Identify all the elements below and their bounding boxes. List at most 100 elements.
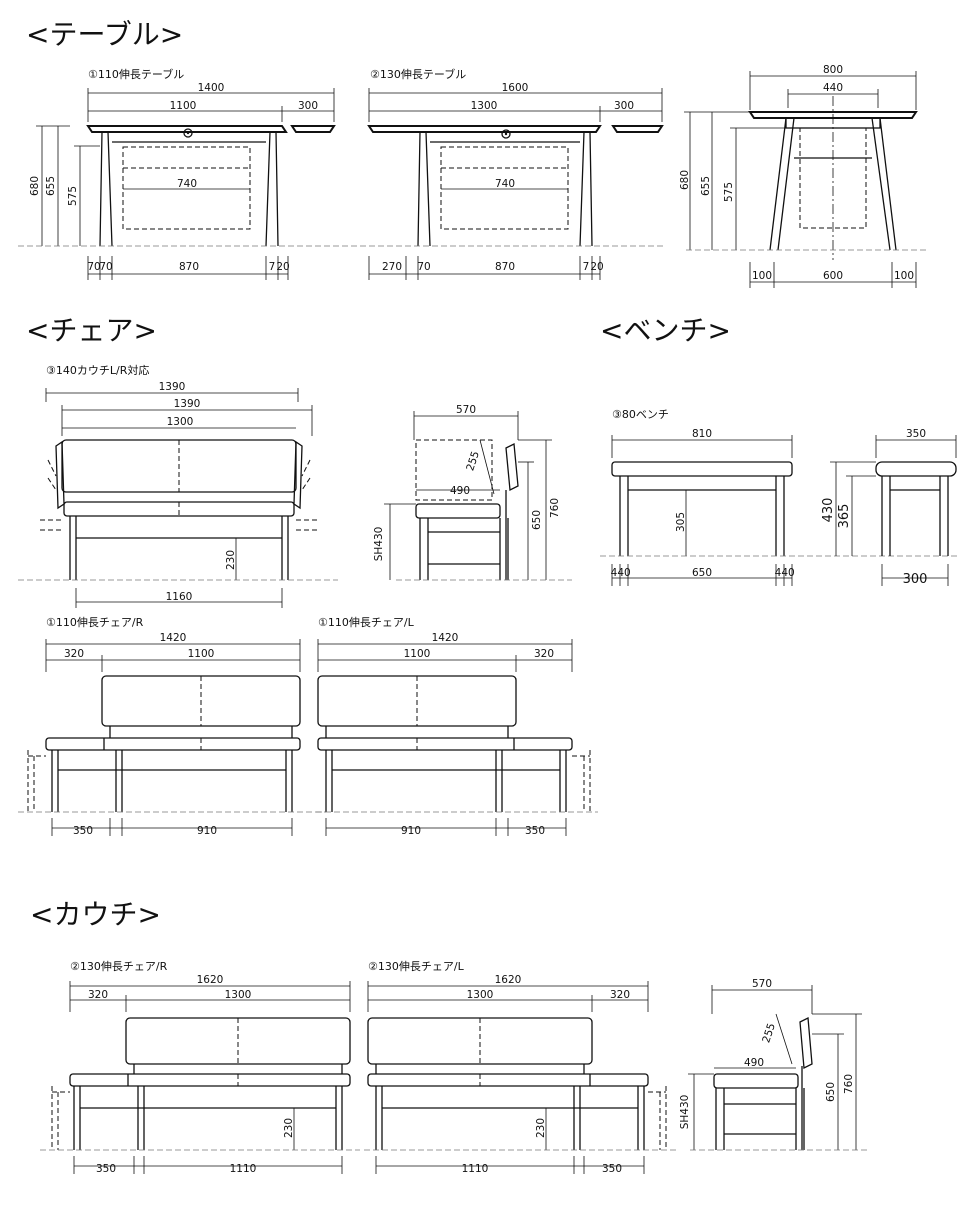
chair-side-view-1: 570 255 490 SH430 650 760 bbox=[373, 404, 572, 581]
dim-bench-b1: 4 bbox=[611, 567, 618, 579]
dim-c130l-d: 350 bbox=[602, 1163, 622, 1175]
dim-cside2-depth: 570 bbox=[752, 978, 772, 990]
dim-t130-inner: 740 bbox=[495, 178, 515, 190]
dim-t110-h3: 575 bbox=[67, 186, 79, 206]
dim-tside-h3: 575 bbox=[723, 182, 735, 202]
section-title-couch: <カウチ> bbox=[30, 898, 161, 931]
dim-bench-h3: 305 bbox=[675, 512, 687, 532]
dim-cside1-back: 255 bbox=[464, 450, 482, 473]
dim-c110l-d: 350 bbox=[525, 825, 545, 837]
dim-c130r-d: 1110 bbox=[230, 1163, 257, 1175]
caption-table-130: ②130伸長テーブル bbox=[370, 67, 466, 81]
dim-cside1-sh: SH430 bbox=[373, 527, 385, 562]
section-title-table: <テーブル> bbox=[26, 18, 183, 51]
dim-t130-total: 1600 bbox=[502, 82, 529, 94]
chair-130-l-front-view: ②130伸長チェア/L 1620 1300 320 230 1110 350 bbox=[364, 960, 676, 1175]
dim-cside2-back: 255 bbox=[760, 1022, 778, 1045]
dim-cside1-h1: 650 bbox=[531, 510, 543, 530]
dim-t130-b1: 70 bbox=[417, 261, 430, 273]
dim-cside2-h1: 650 bbox=[825, 1082, 837, 1102]
dim-cside2-sh: SH430 bbox=[679, 1095, 691, 1130]
dim-t130-top: 1300 bbox=[471, 100, 498, 112]
dim-c140-seat: 230 bbox=[225, 550, 237, 570]
dim-cside1-depth: 570 bbox=[456, 404, 476, 416]
bench-side-view: 350 430 365 300 bbox=[821, 428, 957, 587]
dim-t110-b5: 20 bbox=[276, 261, 289, 273]
dim-c110l-c: 910 bbox=[401, 825, 421, 837]
couch-140-front-view: ③140カウチL/R対応 1390 1390 1300 230 1160 bbox=[18, 363, 338, 608]
dim-cside2-h2: 760 bbox=[843, 1074, 855, 1094]
caption-table-110: ①110伸長テーブル bbox=[88, 67, 184, 81]
dim-t130-b4: 7 bbox=[583, 261, 590, 273]
dim-t130-b0: 270 bbox=[382, 261, 402, 273]
caption-chair-130-l: ②130伸長チェア/L bbox=[368, 960, 465, 973]
dim-c130l-total: 1620 bbox=[495, 974, 522, 986]
dim-c140-w2: 1390 bbox=[174, 398, 201, 410]
dim-tside-h2: 655 bbox=[700, 176, 712, 196]
dim-t130-b3: 870 bbox=[495, 261, 515, 273]
dim-t110-b2: 70 bbox=[99, 261, 112, 273]
table-side-view: 800 440 680 655 575 100 600 100 bbox=[679, 64, 926, 288]
dim-bench-h2: 365 bbox=[837, 504, 852, 529]
dim-c110r-b: 1100 bbox=[188, 648, 215, 660]
dim-t110-total: 1400 bbox=[198, 82, 225, 94]
bench-front-view: ③80ベンチ 810 305 4 40 650 4 40 bbox=[600, 408, 958, 586]
chair-130-r-front-view: ②130伸長チェア/R 1620 320 1300 230 350 1110 bbox=[40, 960, 360, 1175]
dim-bench-b3: 650 bbox=[692, 567, 712, 579]
dim-bench-b5: 40 bbox=[781, 567, 794, 579]
dim-tside-inner: 440 bbox=[823, 82, 843, 94]
dim-t130-b5: 20 bbox=[590, 261, 603, 273]
dim-t110-h1: 680 bbox=[29, 176, 41, 196]
dim-t130-ext: 300 bbox=[614, 100, 634, 112]
chair-side-view-2: 570 255 490 SH430 650 760 bbox=[679, 978, 870, 1151]
dim-cside1-seat: 490 bbox=[450, 485, 470, 497]
table-130-front-view: ②130伸長テーブル 1600 1300 300 740 270 70 870 … bbox=[367, 67, 664, 280]
dim-t110-inner: 740 bbox=[177, 178, 197, 190]
chair-110-r-front-view: ①110伸長チェア/R 1420 320 1100 350 910 bbox=[18, 616, 326, 837]
dim-t110-h2: 655 bbox=[45, 176, 57, 196]
dim-bench-bd: 300 bbox=[903, 572, 928, 587]
dim-c130l-a: 1300 bbox=[467, 989, 494, 1001]
dim-c130l-b: 320 bbox=[610, 989, 630, 1001]
dim-c110r-d: 910 bbox=[197, 825, 217, 837]
dim-c110r-c: 350 bbox=[73, 825, 93, 837]
dim-cside1-h2: 760 bbox=[549, 498, 561, 518]
dim-t110-b3: 870 bbox=[179, 261, 199, 273]
table-110-front-view: ①110伸長テーブル 1400 1100 300 740 680 655 575… bbox=[29, 67, 336, 280]
caption-chair-110-l: ①110伸長チェア/L bbox=[318, 616, 415, 629]
dim-tside-total: 800 bbox=[823, 64, 843, 76]
caption-bench-80: ③80ベンチ bbox=[612, 408, 669, 421]
chair-110-l-front-view: ①110伸長チェア/L 1420 1100 320 910 350 bbox=[316, 616, 598, 837]
section-title-chair: <チェア> bbox=[26, 314, 157, 347]
dim-tside-h1: 680 bbox=[679, 170, 691, 190]
dim-tside-b2: 600 bbox=[823, 270, 843, 282]
section-title-bench: <ベンチ> bbox=[600, 314, 731, 347]
dim-c130r-seat: 230 bbox=[283, 1118, 295, 1138]
dim-tside-b3: 100 bbox=[894, 270, 914, 282]
dim-c110l-a: 1100 bbox=[404, 648, 431, 660]
dim-c130r-b: 1300 bbox=[225, 989, 252, 1001]
dim-c110r-total: 1420 bbox=[160, 632, 187, 644]
dim-c140-w1: 1390 bbox=[159, 381, 186, 393]
dim-bench-b4: 4 bbox=[775, 567, 782, 579]
dim-t110-top: 1100 bbox=[170, 100, 197, 112]
dim-c110l-b: 320 bbox=[534, 648, 554, 660]
dim-t110-ext: 300 bbox=[298, 100, 318, 112]
dim-c110r-a: 320 bbox=[64, 648, 84, 660]
dim-c130r-a: 320 bbox=[88, 989, 108, 1001]
dim-cside2-seat: 490 bbox=[744, 1057, 764, 1069]
dim-c140-w3: 1300 bbox=[167, 416, 194, 428]
caption-chair-110-r: ①110伸長チェア/R bbox=[46, 616, 144, 629]
dim-c140-base: 1160 bbox=[166, 591, 193, 603]
caption-chair-130-r: ②130伸長チェア/R bbox=[70, 960, 168, 973]
dim-t110-b1: 70 bbox=[87, 261, 100, 273]
dim-t110-b4: 7 bbox=[269, 261, 276, 273]
caption-couch-140: ③140カウチL/R対応 bbox=[46, 363, 149, 377]
dim-bench-d: 350 bbox=[906, 428, 926, 440]
dim-tside-b1: 100 bbox=[752, 270, 772, 282]
dim-bench-h1: 430 bbox=[821, 498, 836, 523]
dim-c130r-c: 350 bbox=[96, 1163, 116, 1175]
dim-c110l-total: 1420 bbox=[432, 632, 459, 644]
dim-bench-b2: 40 bbox=[617, 567, 630, 579]
